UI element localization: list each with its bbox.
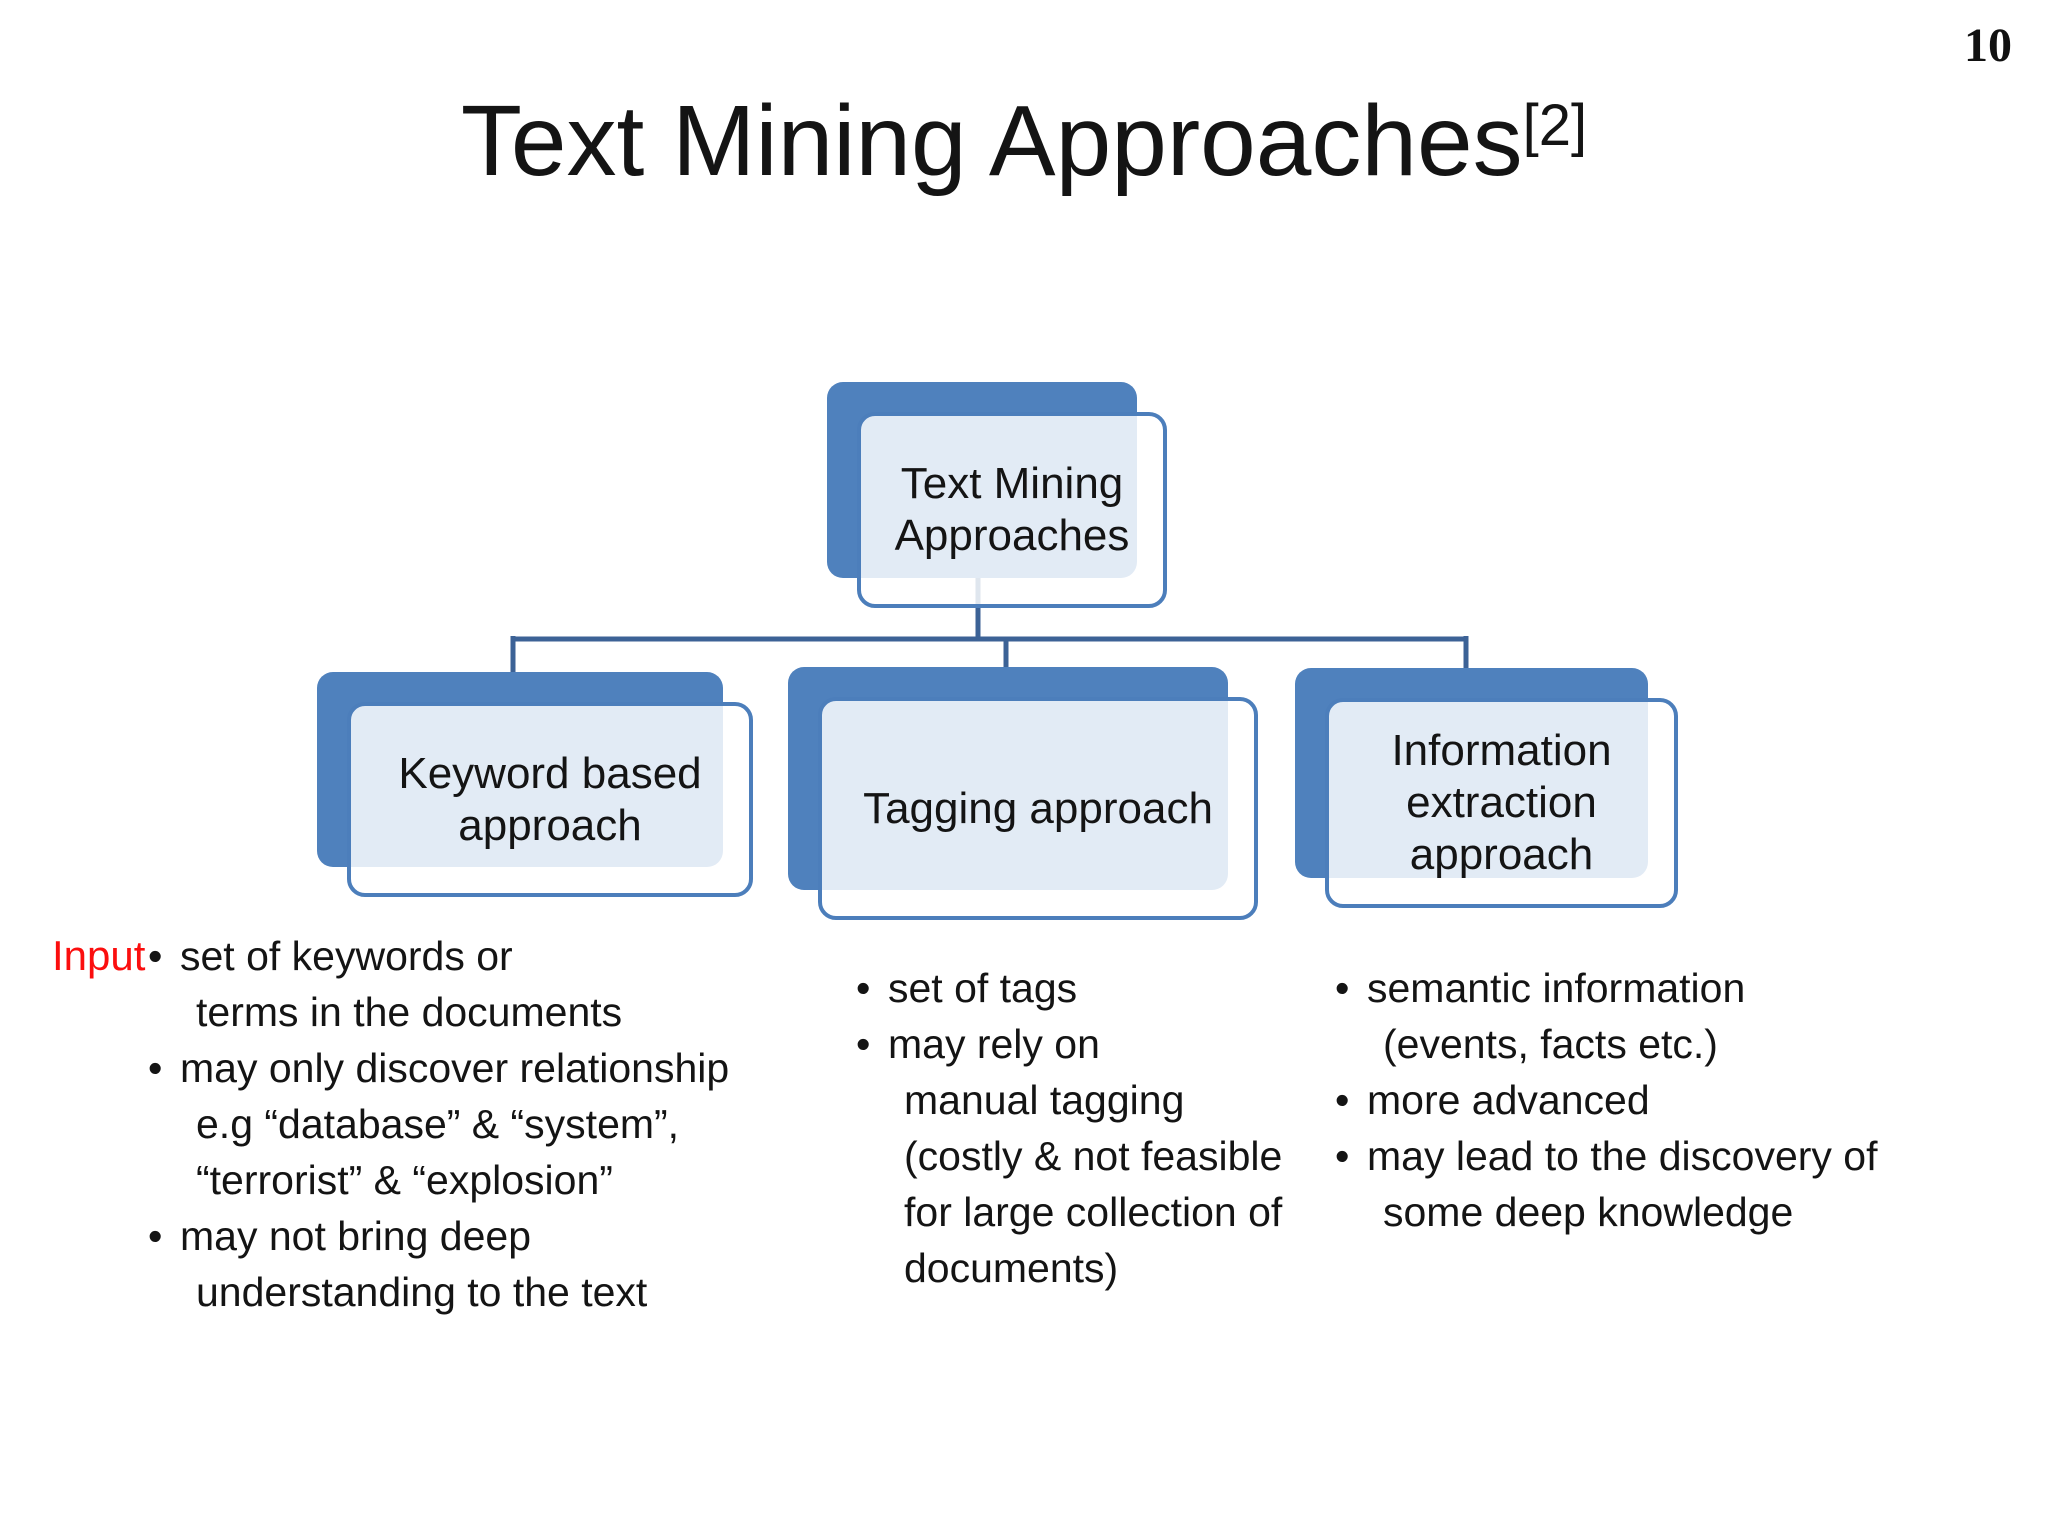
list-item: • may rely on manual tagging (costly & n… <box>856 1016 1336 1296</box>
bullet-icon: • <box>148 1213 163 1259</box>
information-extraction-notes: • semantic information (events, facts et… <box>1335 960 2025 1240</box>
page-number: 10 <box>1964 19 2012 72</box>
note-line: may rely on <box>888 1021 1100 1067</box>
node-label-line: Text Mining <box>900 459 1124 509</box>
note-line: may lead to the discovery of <box>1367 1133 1878 1179</box>
node-label-line: approach <box>1409 829 1594 879</box>
title-citation-superscript: [2] <box>1522 92 1588 158</box>
note-line: “terrorist” & “explosion” <box>196 1157 613 1203</box>
note-line: some deep knowledge <box>1383 1189 1794 1235</box>
note-line: semantic information <box>1367 965 1746 1011</box>
bullet-icon: • <box>1335 965 1350 1011</box>
node-label-line: approach <box>458 800 642 850</box>
node-label-line: Approaches <box>894 511 1130 560</box>
tagging-approach-notes: • set of tags • may rely on manual taggi… <box>856 960 1336 1296</box>
node-tagging-approach: Tagging approach <box>788 667 1258 920</box>
list-item: • semantic information (events, facts et… <box>1335 960 2025 1072</box>
note-line: may only discover relationship <box>180 1045 730 1091</box>
node-front-panel: Text Mining Approaches <box>857 412 1167 608</box>
node-information-extraction-approach: Information extraction approach <box>1295 668 1678 908</box>
node-label-line: Keyword based <box>398 748 702 798</box>
keyword-approach-notes: • set of keywords or terms in the docume… <box>148 928 848 1320</box>
note-line: set of keywords or <box>180 933 513 979</box>
note-line: for large collection of <box>904 1189 1283 1235</box>
note-line: terms in the documents <box>196 989 623 1035</box>
note-line: (costly & not feasible <box>904 1133 1283 1179</box>
note-line: understanding to the text <box>196 1269 648 1315</box>
note-line: e.g “database” & “system”, <box>196 1101 680 1147</box>
list-item: • may only discover relationship e.g “da… <box>148 1040 848 1208</box>
note-line: more advanced <box>1367 1077 1650 1123</box>
node-front-panel: Information extraction approach <box>1325 698 1678 908</box>
bullet-icon: • <box>856 965 871 1011</box>
note-line: may not bring deep <box>180 1213 532 1259</box>
note-line: manual tagging <box>904 1077 1185 1123</box>
bullet-icon: • <box>856 1021 871 1067</box>
note-line: (events, facts etc.) <box>1383 1021 1718 1067</box>
slide-title-text: Text Mining Approaches <box>460 85 1523 197</box>
note-line: documents) <box>904 1245 1119 1291</box>
node-front-panel: Keyword based approach <box>347 702 753 897</box>
list-item: • set of tags <box>856 960 1336 1016</box>
input-label: Input <box>52 932 146 979</box>
list-item: • may lead to the discovery of some deep… <box>1335 1128 2025 1240</box>
list-item: • more advanced <box>1335 1072 2025 1128</box>
bullet-icon: • <box>148 1045 163 1091</box>
slide-title: Text Mining Approaches[2] <box>0 86 2048 196</box>
node-keyword-based-approach: Keyword based approach <box>317 672 753 897</box>
node-front-panel: Tagging approach <box>818 697 1258 920</box>
bullet-icon: • <box>148 933 163 979</box>
node-text-mining-approaches: Text Mining Approaches <box>827 382 1167 608</box>
node-label-line: extraction <box>1406 778 1597 828</box>
node-label-line: Information <box>1391 726 1612 776</box>
node-label-line: Tagging approach <box>863 783 1213 833</box>
list-item: • may not bring deep understanding to th… <box>148 1208 848 1320</box>
bullet-icon: • <box>1335 1133 1350 1179</box>
list-item: • set of keywords or terms in the docume… <box>148 928 848 1040</box>
bullet-icon: • <box>1335 1077 1350 1123</box>
note-line: set of tags <box>888 965 1078 1011</box>
